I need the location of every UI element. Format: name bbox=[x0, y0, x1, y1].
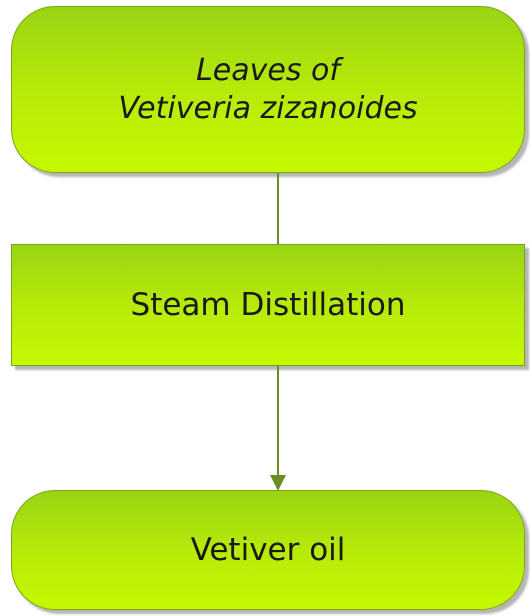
step-raw-material-line-2: Vetiveria zizanoides bbox=[118, 90, 418, 126]
step-raw-material: Leaves of Vetiveria zizanoides bbox=[11, 6, 525, 173]
arrow-2 bbox=[270, 366, 286, 491]
step-process: Steam Distillation bbox=[11, 244, 525, 366]
step-process-label: Steam Distillation bbox=[130, 287, 406, 323]
step-raw-material-line-1: Leaves of bbox=[196, 52, 340, 88]
step-product-label: Vetiver oil bbox=[190, 532, 346, 568]
step-product: Vetiver oil bbox=[11, 490, 525, 610]
